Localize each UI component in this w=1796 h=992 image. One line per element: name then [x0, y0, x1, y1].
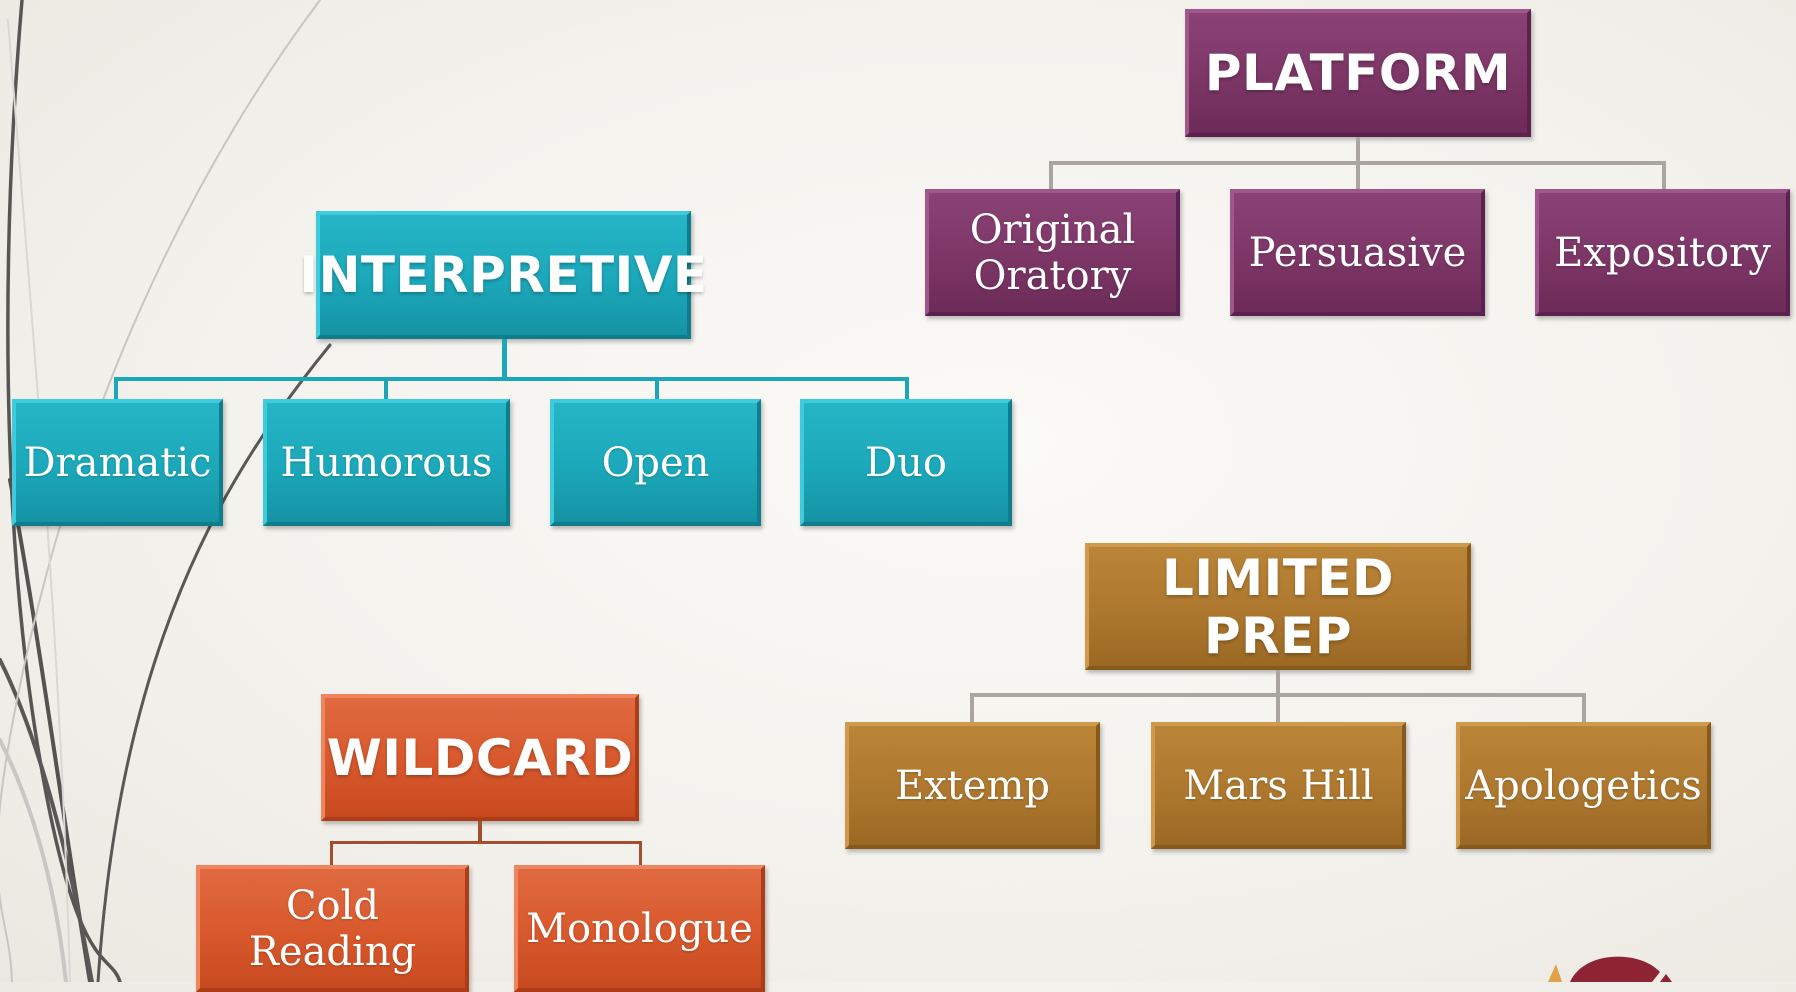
- wildcard-item: Cold Reading: [196, 865, 469, 992]
- platform-item-label: Expository: [1554, 229, 1771, 276]
- interpretive-item: Open: [550, 399, 761, 526]
- platform-header: PLATFORM: [1185, 9, 1531, 137]
- wildcard-item-label: Cold Reading: [248, 882, 417, 975]
- platform-connector: [1356, 137, 1360, 164]
- platform-connector: [1049, 161, 1053, 189]
- platform-item: Persuasive: [1230, 189, 1485, 316]
- wildcard-header: WILDCARD: [321, 694, 639, 821]
- limited-prep-connector: [1582, 693, 1586, 722]
- platform-title: PLATFORM: [1204, 44, 1512, 102]
- wildcard-item-label: Monologue: [526, 905, 753, 952]
- limited-prep-item: Mars Hill: [1151, 722, 1406, 849]
- limited-prep-item-label: Extemp: [894, 762, 1051, 809]
- interpretive-connector: [905, 377, 909, 400]
- limited-prep-header: LIMITED PREP: [1085, 543, 1471, 670]
- interpretive-item-label: Duo: [865, 439, 947, 486]
- interpretive-connector: [655, 377, 659, 400]
- interpretive-item-label: Open: [601, 439, 710, 486]
- wildcard-connector: [330, 841, 642, 844]
- platform-item-label: Persuasive: [1248, 229, 1467, 276]
- limited-prep-item-label: Mars Hill: [1183, 762, 1374, 809]
- interpretive-item: Humorous: [263, 399, 510, 526]
- interpretive-header: INTERPRETIVE: [299, 211, 707, 339]
- limited-prep-title: LIMITED PREP: [1161, 548, 1395, 665]
- interpretive-item: Duo: [800, 399, 1012, 526]
- platform-item-label: Original Oratory: [969, 206, 1136, 299]
- platform-item: Expository: [1535, 189, 1790, 316]
- interpretive-connector: [384, 377, 388, 400]
- interpretive-title: INTERPRETIVE: [299, 246, 708, 304]
- interpretive-item-label: Humorous: [280, 439, 493, 486]
- logo-fragment: [1548, 956, 1672, 982]
- limited-prep-connector: [1276, 693, 1280, 722]
- wildcard-title: WILDCARD: [326, 728, 634, 787]
- wildcard-item: Monologue: [514, 865, 765, 992]
- limited-prep-item: Extemp: [845, 722, 1100, 849]
- decor-curve: [0, 738, 68, 982]
- limited-prep-item: Apologetics: [1456, 722, 1711, 849]
- limited-prep-item-label: Apologetics: [1465, 762, 1702, 809]
- interpretive-connector: [114, 377, 909, 381]
- decor-curve: [0, 658, 94, 982]
- platform-connector: [1662, 161, 1666, 189]
- interpretive-item: Dramatic: [12, 399, 223, 526]
- platform-connector: [1356, 161, 1360, 189]
- interpretive-connector: [502, 339, 507, 379]
- limited-prep-connector: [970, 693, 974, 722]
- decor-curve: [0, 0, 321, 982]
- interpretive-connector: [114, 377, 118, 400]
- platform-item: Original Oratory: [925, 189, 1180, 316]
- wildcard-connector: [639, 841, 642, 866]
- interpretive-item-label: Dramatic: [23, 439, 212, 486]
- limited-prep-connector: [1276, 670, 1280, 696]
- wildcard-connector: [330, 841, 333, 866]
- wildcard-connector: [478, 821, 482, 843]
